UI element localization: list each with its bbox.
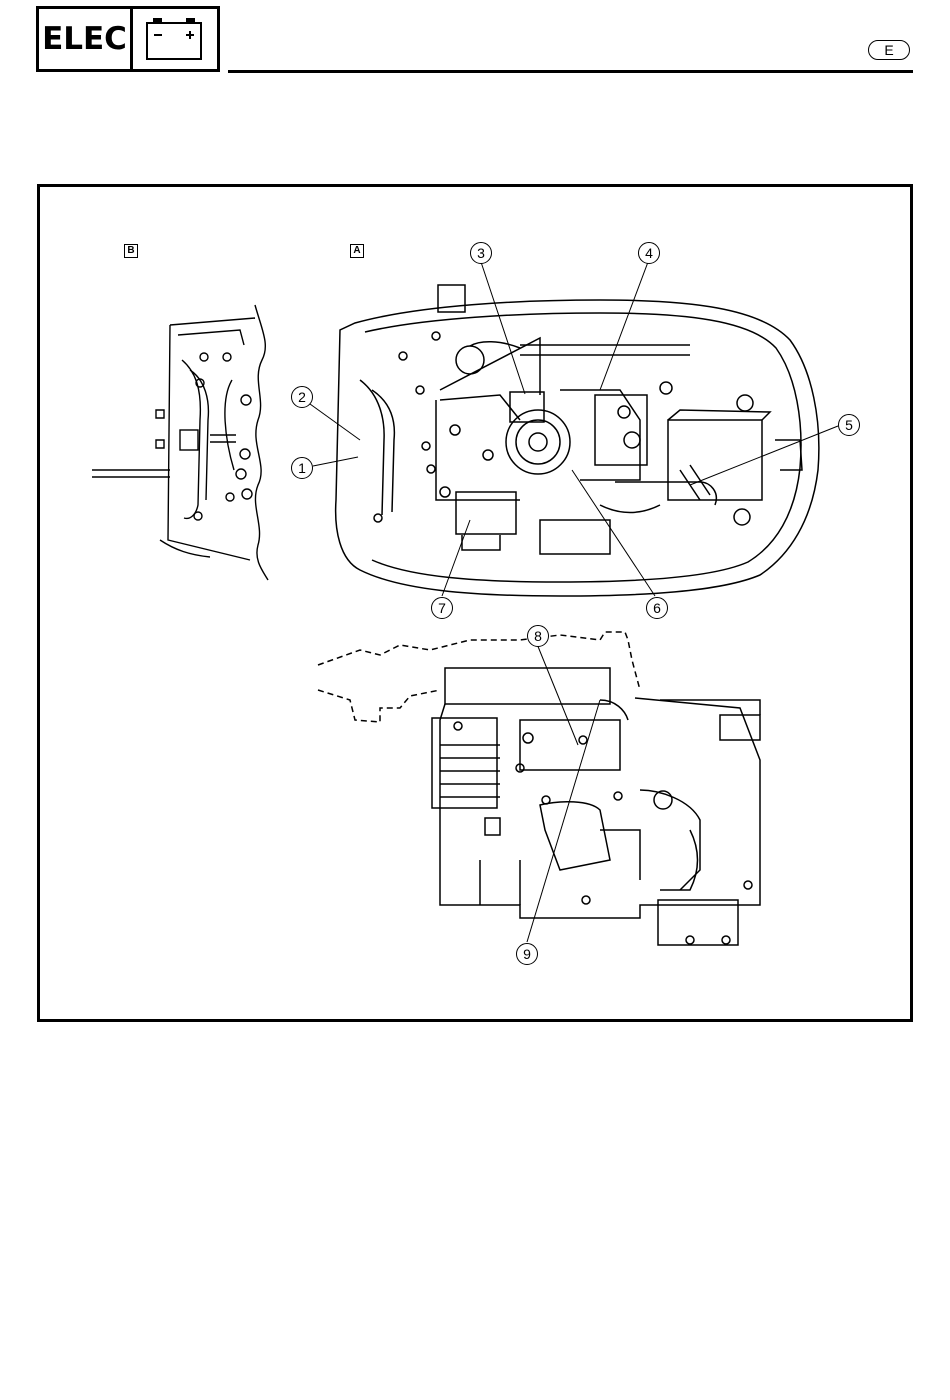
callout-7: 7 bbox=[431, 597, 453, 619]
view-label-b: B bbox=[124, 244, 138, 258]
callout-8: 8 bbox=[527, 625, 549, 647]
callout-1: 1 bbox=[291, 457, 313, 479]
callout-4: 4 bbox=[638, 242, 660, 264]
leader-lines bbox=[310, 262, 838, 942]
detail-view-b bbox=[92, 305, 268, 580]
side-view bbox=[318, 632, 760, 945]
callout-2: 2 bbox=[291, 386, 313, 408]
view-label-a: A bbox=[350, 244, 364, 258]
callout-5: 5 bbox=[838, 414, 860, 436]
callout-9: 9 bbox=[516, 943, 538, 965]
callout-3: 3 bbox=[470, 242, 492, 264]
callout-6: 6 bbox=[646, 597, 668, 619]
top-view-a bbox=[336, 285, 819, 596]
